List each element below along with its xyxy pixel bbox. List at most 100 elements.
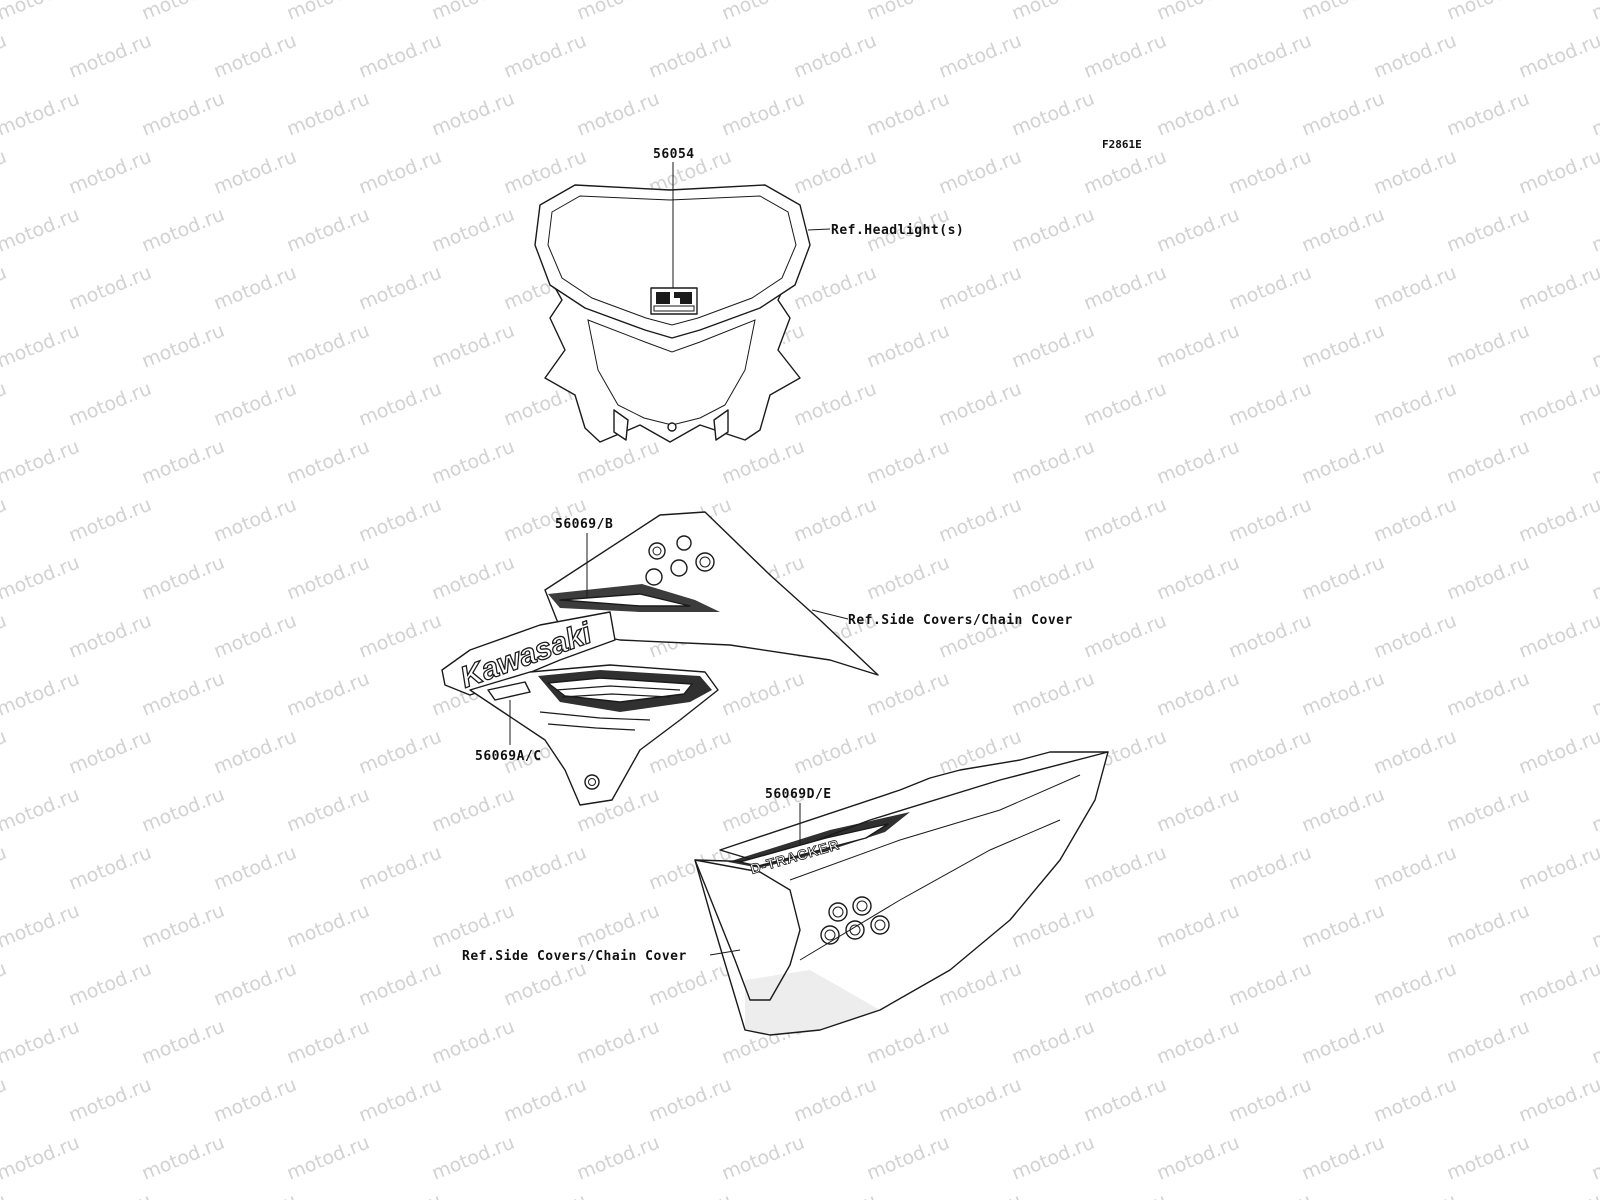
- watermark-text: motod.ru: [646, 1074, 735, 1127]
- watermark-text: motod.ru: [1299, 668, 1388, 721]
- watermark-text: motod.ru: [284, 436, 373, 489]
- cowl-lower-window: [587, 319, 756, 426]
- watermark-text: motod.ru: [1371, 262, 1460, 315]
- watermark-text: motod.ru: [791, 726, 880, 779]
- watermark-text: motod.ru: [936, 30, 1025, 83]
- watermark-text: motod.ru: [139, 436, 228, 489]
- callout-56069-d-e: 56069D/E: [765, 787, 832, 802]
- watermark-text: motod.ru: [356, 494, 445, 547]
- watermark-text: motod.ru: [211, 1190, 300, 1200]
- watermark-text: motod.ru: [936, 1074, 1025, 1127]
- watermark-text: motod.ru: [864, 668, 953, 721]
- watermark-text: motod.ru: [1226, 146, 1315, 199]
- watermark-text: motod.ru: [1154, 0, 1243, 25]
- watermark-text: motod.ru: [0, 842, 10, 895]
- watermark-text: motod.ru: [211, 494, 300, 547]
- watermark-text: motod.ru: [936, 1190, 1025, 1200]
- watermark-text: motod.ru: [1154, 1132, 1243, 1185]
- watermark-text: motod.ru: [429, 320, 518, 373]
- watermark-text: motod.ru: [1081, 842, 1170, 895]
- watermark-text: motod.ru: [1516, 1074, 1600, 1127]
- side-cover-lower-shadow: [745, 970, 880, 1035]
- watermark-text: motod.ru: [719, 668, 808, 721]
- watermark-text: motod.ru: [1009, 204, 1098, 257]
- watermark-text: motod.ru: [356, 610, 445, 663]
- watermark-text: motod.ru: [1444, 204, 1533, 257]
- watermark-text: motod.ru: [1154, 320, 1243, 373]
- watermark-text: motod.ru: [1081, 1074, 1170, 1127]
- watermark-text: motod.ru: [574, 0, 663, 25]
- watermark-text: motod.ru: [936, 378, 1025, 431]
- watermark-text: motod.ru: [1154, 552, 1243, 605]
- watermark-text: motod.ru: [1299, 1016, 1388, 1069]
- watermark-text: motod.ru: [356, 958, 445, 1011]
- watermark-text: motod.ru: [1081, 378, 1170, 431]
- watermark-text: motod.ru: [211, 842, 300, 895]
- watermark-text: motod.ru: [0, 900, 83, 953]
- watermark-text: motod.ru: [1589, 900, 1600, 953]
- watermark-text: motod.ru: [646, 1190, 735, 1200]
- watermark-text: motod.ru: [139, 668, 228, 721]
- watermark-text: motod.ru: [1226, 958, 1315, 1011]
- watermark-text: motod.ru: [1371, 494, 1460, 547]
- side-cover-panel: [694, 751, 1109, 1036]
- watermark-text: motod.ru: [356, 1190, 445, 1200]
- watermark-text: motod.ru: [864, 1016, 953, 1069]
- watermark-text: motod.ru: [1081, 610, 1170, 663]
- watermark-text: motod.ru: [1444, 668, 1533, 721]
- watermark-text: motod.ru: [1081, 1190, 1170, 1200]
- watermark-text: motod.ru: [1516, 842, 1600, 895]
- watermark-text: motod.ru: [0, 726, 10, 779]
- watermark-text: motod.ru: [1371, 726, 1460, 779]
- watermark-text: motod.ru: [1154, 784, 1243, 837]
- watermark-text: motod.ru: [139, 88, 228, 141]
- watermark-text: motod.ru: [139, 1132, 228, 1185]
- watermark-text: motod.ru: [1516, 610, 1600, 663]
- watermark-text: motod.ru: [1516, 726, 1600, 779]
- watermark-text: motod.ru: [284, 88, 373, 141]
- watermark-text: motod.ru: [1516, 378, 1600, 431]
- shroud-lower-bolt-icon: [584, 774, 600, 790]
- watermark-text: motod.ru: [0, 204, 83, 257]
- watermark-text: motod.ru: [429, 0, 518, 25]
- watermark-text: motod.ru: [1299, 900, 1388, 953]
- watermark-text: motod.ru: [211, 262, 300, 315]
- watermark-text: motod.ru: [0, 1190, 10, 1200]
- watermark-text: motod.ru: [791, 1190, 880, 1200]
- watermark-text: motod.ru: [1516, 494, 1600, 547]
- watermark-text: motod.ru: [791, 30, 880, 83]
- watermark-text: motod.ru: [646, 958, 735, 1011]
- watermark-text: motod.ru: [1226, 30, 1315, 83]
- leader-ref-side-covers-top: [811, 609, 849, 620]
- watermark-text: motod.ru: [574, 436, 663, 489]
- watermark-text: motod.ru: [1154, 668, 1243, 721]
- callout-ref-side-covers-bottom: Ref.Side Covers/Chain Cover: [462, 949, 687, 964]
- watermark-text: motod.ru: [211, 726, 300, 779]
- watermark-text: motod.ru: [1299, 320, 1388, 373]
- watermark-text: motod.ru: [1589, 668, 1600, 721]
- cowl-vent-left: [613, 409, 629, 441]
- watermark-text: motod.ru: [429, 1016, 518, 1069]
- watermark-text: motod.ru: [211, 610, 300, 663]
- watermark-text: motod.ru: [864, 320, 953, 373]
- watermark-text: motod.ru: [719, 88, 808, 141]
- watermark-text: motod.ru: [66, 378, 155, 431]
- watermark-text: motod.ru: [139, 320, 228, 373]
- shroud-front-panel: [441, 611, 616, 696]
- shroud-model-badge: [487, 681, 531, 701]
- watermark-text: motod.ru: [139, 204, 228, 257]
- watermark-text: motod.ru: [0, 0, 83, 25]
- watermark-text: motod.ru: [0, 1132, 83, 1185]
- watermark-text: motod.ru: [356, 262, 445, 315]
- watermark-text: motod.ru: [0, 784, 83, 837]
- watermark-text: motod.ru: [1371, 610, 1460, 663]
- watermark-text: motod.ru: [284, 900, 373, 953]
- watermark-text: motod.ru: [864, 88, 953, 141]
- cowl-vent-right: [713, 409, 729, 441]
- watermark-text: motod.ru: [574, 88, 663, 141]
- watermark-text: motod.ru: [66, 958, 155, 1011]
- watermark-text: motod.ru: [791, 262, 880, 315]
- watermark-text: motod.ru: [66, 610, 155, 663]
- watermark-text: motod.ru: [139, 0, 228, 25]
- watermark-text: motod.ru: [356, 146, 445, 199]
